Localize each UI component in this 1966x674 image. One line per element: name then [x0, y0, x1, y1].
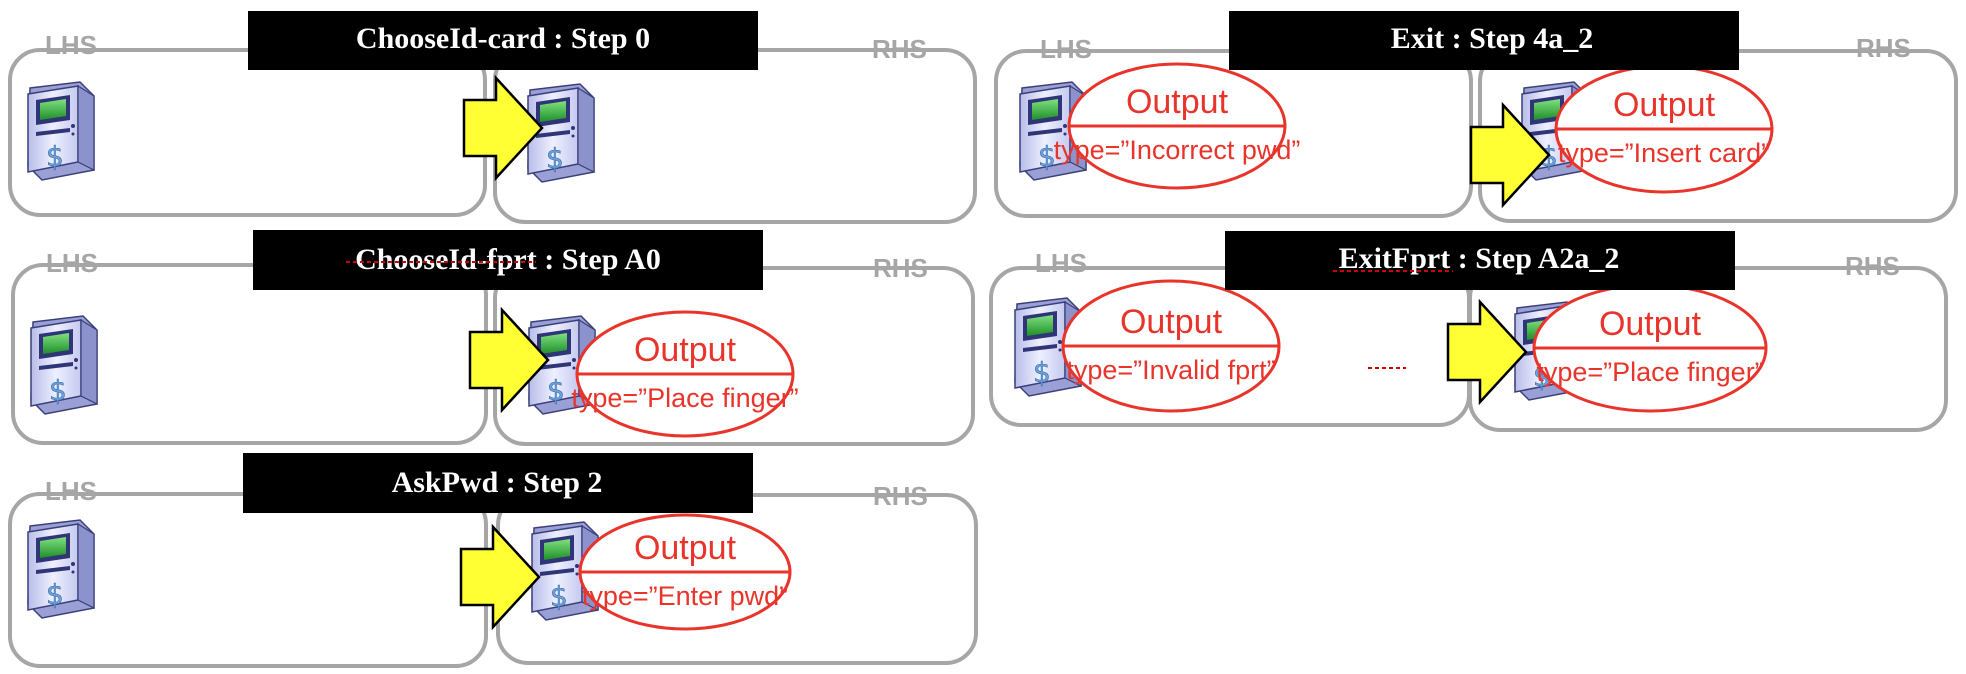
- output-node-label: Output: [1120, 303, 1223, 341]
- transform-arrow-icon: [1469, 101, 1551, 209]
- rule-title-bar: [1229, 11, 1739, 70]
- atm-icon: [30, 315, 98, 415]
- output-node-label: Output: [1613, 86, 1716, 124]
- lhs-label: LHS: [45, 476, 97, 506]
- rule-title-bar: [253, 230, 763, 290]
- lhs-label: LHS: [45, 30, 97, 60]
- output-type-label: type=”Invalid fprt”: [1066, 355, 1275, 385]
- atm-icon: [27, 81, 95, 181]
- atm-icon: [27, 519, 95, 619]
- rhs-label: RHS: [873, 481, 928, 511]
- rule-panel: LHS RHS ChooseId-card : Step 0: [8, 11, 977, 224]
- rhs-label: RHS: [1856, 33, 1911, 63]
- rule-title-bar: [1225, 231, 1735, 290]
- output-node-label: Output: [634, 331, 737, 369]
- output-type-label: type=”Insert card”: [1558, 138, 1770, 168]
- rule-title-bar: [243, 453, 753, 513]
- transform-arrow-icon: [1446, 298, 1528, 406]
- lhs-label: LHS: [1035, 248, 1087, 278]
- output-node-label: Output: [634, 529, 737, 567]
- rule-panel: LHSRHSoutOutputtype=”Place finger”Choose…: [11, 230, 975, 446]
- transform-arrow-icon: [468, 306, 550, 414]
- output-type-label: type=”Place finger”: [1536, 357, 1763, 387]
- rule-title: AskPwd : Step 2: [392, 466, 603, 499]
- output-type-label: type=”Incorrect pwd”: [1054, 135, 1301, 165]
- rhs-label: RHS: [1845, 251, 1900, 281]
- rule-title-bar: [248, 11, 758, 70]
- lhs-label: LHS: [1040, 34, 1092, 64]
- output-node-label: Output: [1599, 305, 1702, 343]
- rhs-label: RHS: [872, 34, 927, 64]
- lhs-label: LHS: [46, 248, 98, 278]
- rule-panel: LHSRHSoutOutputtype=”Enter pwd”AskPwd : …: [8, 453, 978, 668]
- rule-title: ExitFprt : Step A2a_2: [1339, 242, 1620, 275]
- rule-title: ChooseId-card : Step 0: [356, 22, 650, 55]
- rule-title: ChooseId-fprt : Step A0: [355, 243, 661, 276]
- rule-title: Exit : Step 4a_2: [1391, 22, 1594, 55]
- transform-arrow-icon: [462, 74, 544, 182]
- transform-arrow-icon: [459, 523, 541, 631]
- output-node-label: Output: [1126, 83, 1229, 121]
- rule-panel: LHSRHSoutOutputtype=”Incorrect pwd”outOu…: [994, 11, 1958, 223]
- output-type-label: type=”Enter pwd”: [582, 581, 788, 611]
- output-type-label: type=”Place finger”: [571, 383, 798, 413]
- rule-panel: LHSRHSoutOutputtype=”Invalid fprt”outOut…: [989, 231, 1948, 432]
- rhs-label: RHS: [873, 253, 928, 283]
